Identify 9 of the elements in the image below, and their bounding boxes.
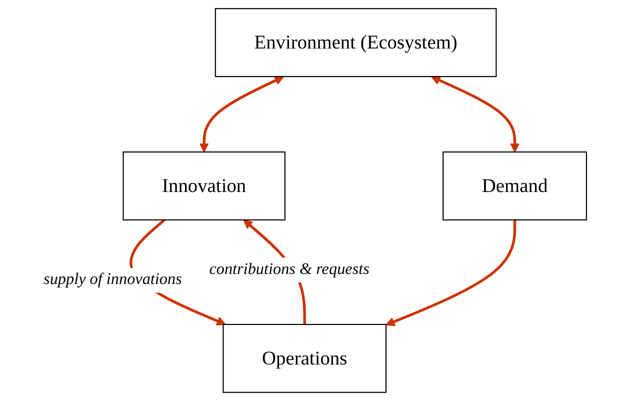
arrow — [199, 76, 284, 152]
arrow — [431, 76, 520, 152]
node-box: Innovation — [122, 151, 286, 220]
arrow — [386, 220, 516, 326]
edge-label: supply of innovations — [44, 271, 182, 288]
node-box: Environment (Ecosystem) — [214, 8, 497, 78]
edge-label: contributions & requests — [209, 260, 370, 278]
node-box: Demand — [442, 151, 587, 220]
node-box: Operations — [222, 324, 387, 393]
